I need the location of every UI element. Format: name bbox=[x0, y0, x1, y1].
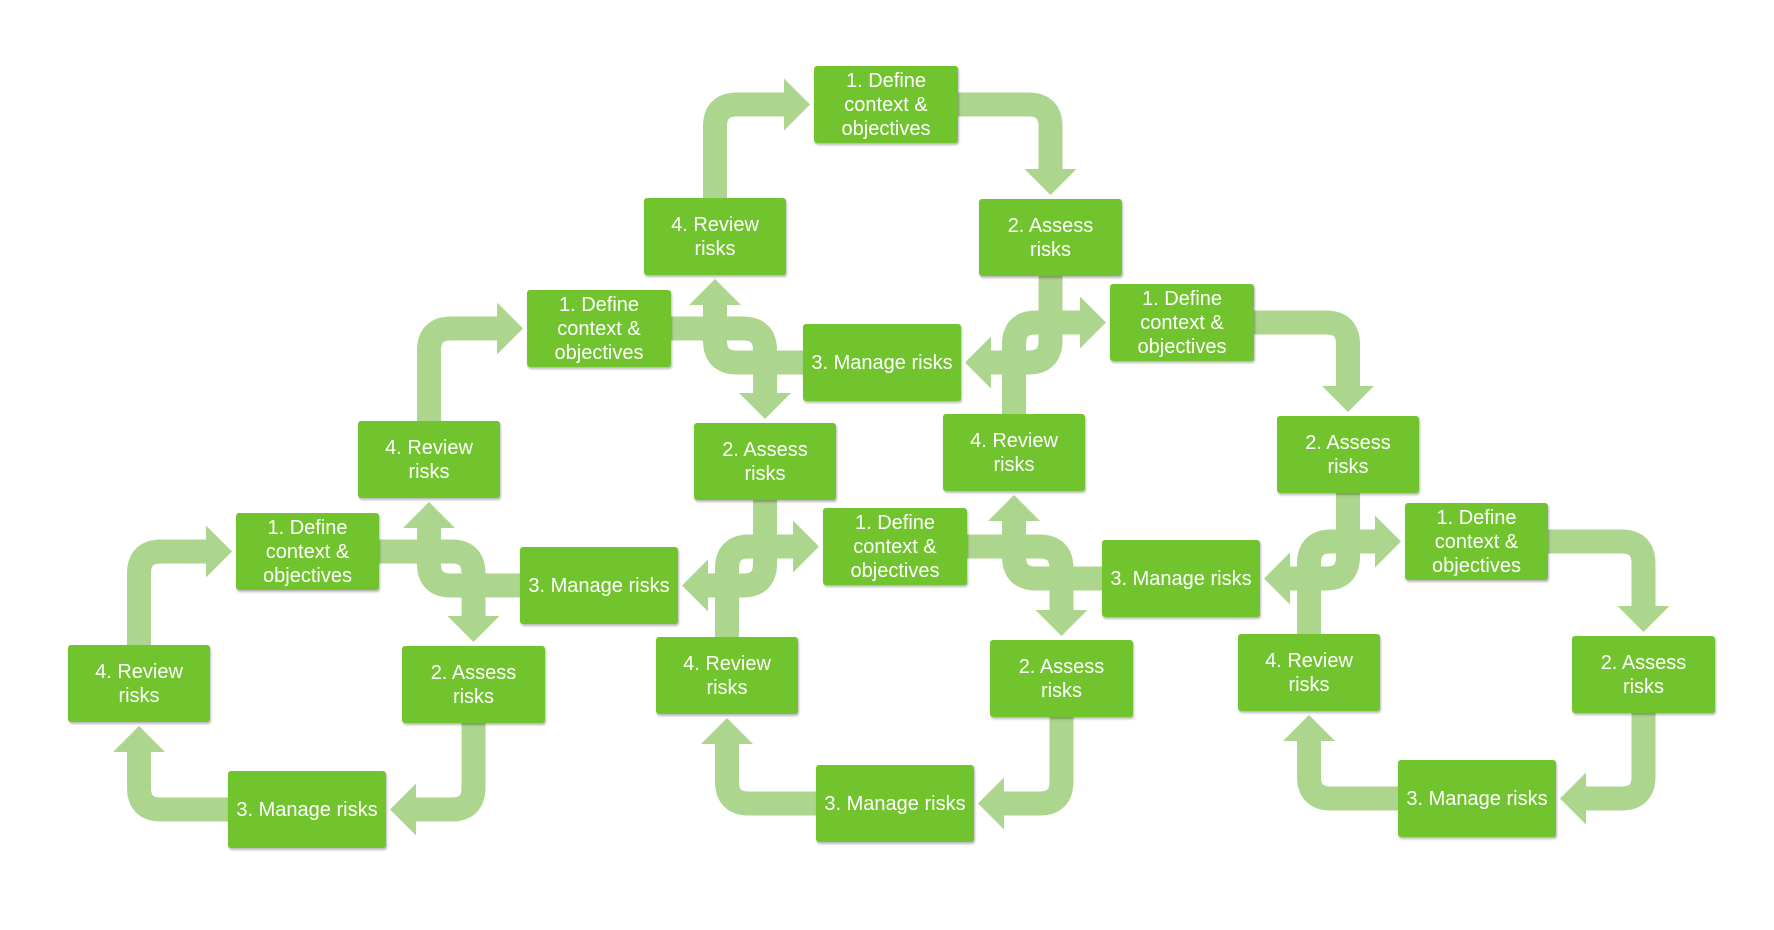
arrowhead-assess-to-manage-5 bbox=[978, 777, 1004, 830]
arrowhead-define-to-assess-5 bbox=[1035, 610, 1088, 636]
arrowhead-define-to-assess-4 bbox=[1322, 386, 1374, 412]
define-box-4: 1. Define context & objectives bbox=[1110, 284, 1254, 361]
arrow-define-to-assess-5 bbox=[963, 534, 1074, 614]
define-box-6: 1. Define context & objectives bbox=[1405, 503, 1548, 580]
arrowhead-manage-to-review-2 bbox=[403, 502, 455, 528]
assess-box-5: 2. Assess risks bbox=[990, 640, 1133, 717]
arrow-review-to-define-3 bbox=[703, 92, 788, 202]
arrowhead-define-to-assess-2 bbox=[739, 393, 791, 419]
arrowhead-manage-to-review-6 bbox=[1283, 715, 1335, 741]
define-box-5: 1. Define context & objectives bbox=[823, 508, 967, 585]
arrowhead-review-to-define-5 bbox=[793, 520, 819, 573]
arrow-assess-to-manage-5 bbox=[1000, 713, 1074, 816]
assess-box-6: 2. Assess risks bbox=[1572, 636, 1715, 713]
arrowhead-review-to-define-2 bbox=[497, 302, 523, 355]
arrow-define-to-assess-1 bbox=[375, 539, 486, 620]
arrowhead-review-to-define-6 bbox=[1375, 515, 1401, 568]
manage-box-1: 3. Manage risks bbox=[228, 771, 386, 848]
arrowhead-assess-to-manage-6 bbox=[1560, 772, 1586, 825]
review-box-1: 4. Review risks bbox=[68, 645, 210, 722]
arrow-define-to-assess-3 bbox=[954, 92, 1063, 173]
arrow-review-to-define-6 bbox=[1297, 529, 1379, 638]
review-box-3: 4. Review risks bbox=[644, 198, 786, 275]
arrow-assess-to-manage-6 bbox=[1582, 709, 1656, 811]
arrow-assess-to-manage-4 bbox=[1286, 489, 1360, 591]
review-box-5: 4. Review risks bbox=[656, 637, 798, 714]
arrow-manage-to-review-3 bbox=[703, 301, 807, 375]
arrowhead-assess-to-manage-4 bbox=[1264, 552, 1290, 605]
manage-box-6: 3. Manage risks bbox=[1398, 760, 1556, 837]
arrow-manage-to-review-2 bbox=[417, 524, 524, 598]
arrow-manage-to-review-1 bbox=[127, 748, 232, 822]
arrowhead-review-to-define-1 bbox=[206, 525, 232, 578]
arrowhead-manage-to-review-4 bbox=[988, 495, 1040, 521]
arrowhead-review-to-define-3 bbox=[784, 78, 810, 131]
arrow-manage-to-review-6 bbox=[1297, 737, 1402, 811]
review-box-4: 4. Review risks bbox=[943, 414, 1085, 491]
arrow-define-to-assess-6 bbox=[1544, 529, 1656, 610]
define-box-2: 1. Define context & objectives bbox=[527, 290, 671, 367]
arrow-review-to-define-4 bbox=[1002, 310, 1084, 418]
review-box-2: 4. Review risks bbox=[358, 421, 500, 498]
arrow-define-to-assess-2 bbox=[667, 316, 777, 397]
assess-box-2: 2. Assess risks bbox=[694, 423, 836, 500]
arrowhead-assess-to-manage-1 bbox=[390, 783, 416, 836]
review-box-6: 4. Review risks bbox=[1238, 634, 1380, 711]
define-box-3: 1. Define context & objectives bbox=[814, 66, 958, 143]
assess-box-3: 2. Assess risks bbox=[979, 199, 1122, 276]
arrowhead-define-to-assess-3 bbox=[1024, 169, 1077, 195]
manage-box-2: 3. Manage risks bbox=[520, 547, 678, 624]
arrow-assess-to-manage-3 bbox=[987, 272, 1063, 375]
arrow-review-to-define-2 bbox=[417, 316, 501, 425]
arrow-assess-to-manage-2 bbox=[704, 496, 777, 598]
arrowhead-define-to-assess-6 bbox=[1617, 606, 1670, 632]
arrow-assess-to-manage-1 bbox=[412, 719, 486, 822]
manage-box-3: 3. Manage risks bbox=[803, 324, 961, 401]
arrow-manage-to-review-5 bbox=[715, 740, 820, 816]
manage-box-4: 3. Manage risks bbox=[1102, 540, 1260, 617]
arrowhead-assess-to-manage-2 bbox=[682, 559, 708, 612]
arrowhead-manage-to-review-3 bbox=[689, 279, 741, 305]
assess-box-4: 2. Assess risks bbox=[1277, 416, 1419, 493]
arrowhead-review-to-define-4 bbox=[1080, 296, 1106, 349]
arrowhead-assess-to-manage-3 bbox=[965, 336, 991, 389]
arrow-review-to-define-5 bbox=[715, 534, 797, 641]
arrowhead-define-to-assess-1 bbox=[447, 616, 500, 642]
arrowhead-manage-to-review-1 bbox=[113, 726, 165, 752]
manage-box-5: 3. Manage risks bbox=[816, 765, 974, 842]
define-box-1: 1. Define context & objectives bbox=[236, 513, 379, 590]
arrow-review-to-define-1 bbox=[127, 539, 210, 649]
arrow-define-to-assess-4 bbox=[1250, 310, 1360, 390]
arrowhead-manage-to-review-5 bbox=[701, 718, 753, 744]
assess-box-1: 2. Assess risks bbox=[402, 646, 545, 723]
